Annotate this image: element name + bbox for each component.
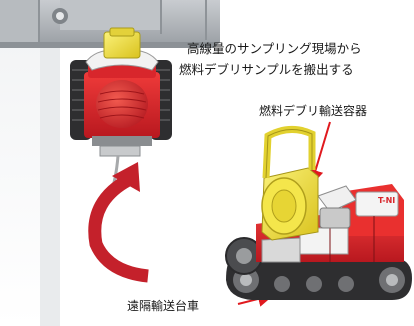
container-label-pointer: [307, 121, 331, 186]
remote-transport-cart-label: 遠隔輸送台車: [127, 299, 200, 313]
caption-line-2: 燃料デブリサンプルを搬出する: [179, 62, 354, 77]
robot-badge: T-NI: [378, 196, 395, 205]
robot-side-view: [225, 126, 412, 300]
caption-line-1: 高線量のサンプリング現場から: [187, 41, 362, 56]
fuel-debris-container-label: 燃料デブリ輸送容器: [259, 104, 368, 118]
robot-top-view: [70, 27, 172, 197]
transport-direction-arrow: [88, 162, 149, 283]
